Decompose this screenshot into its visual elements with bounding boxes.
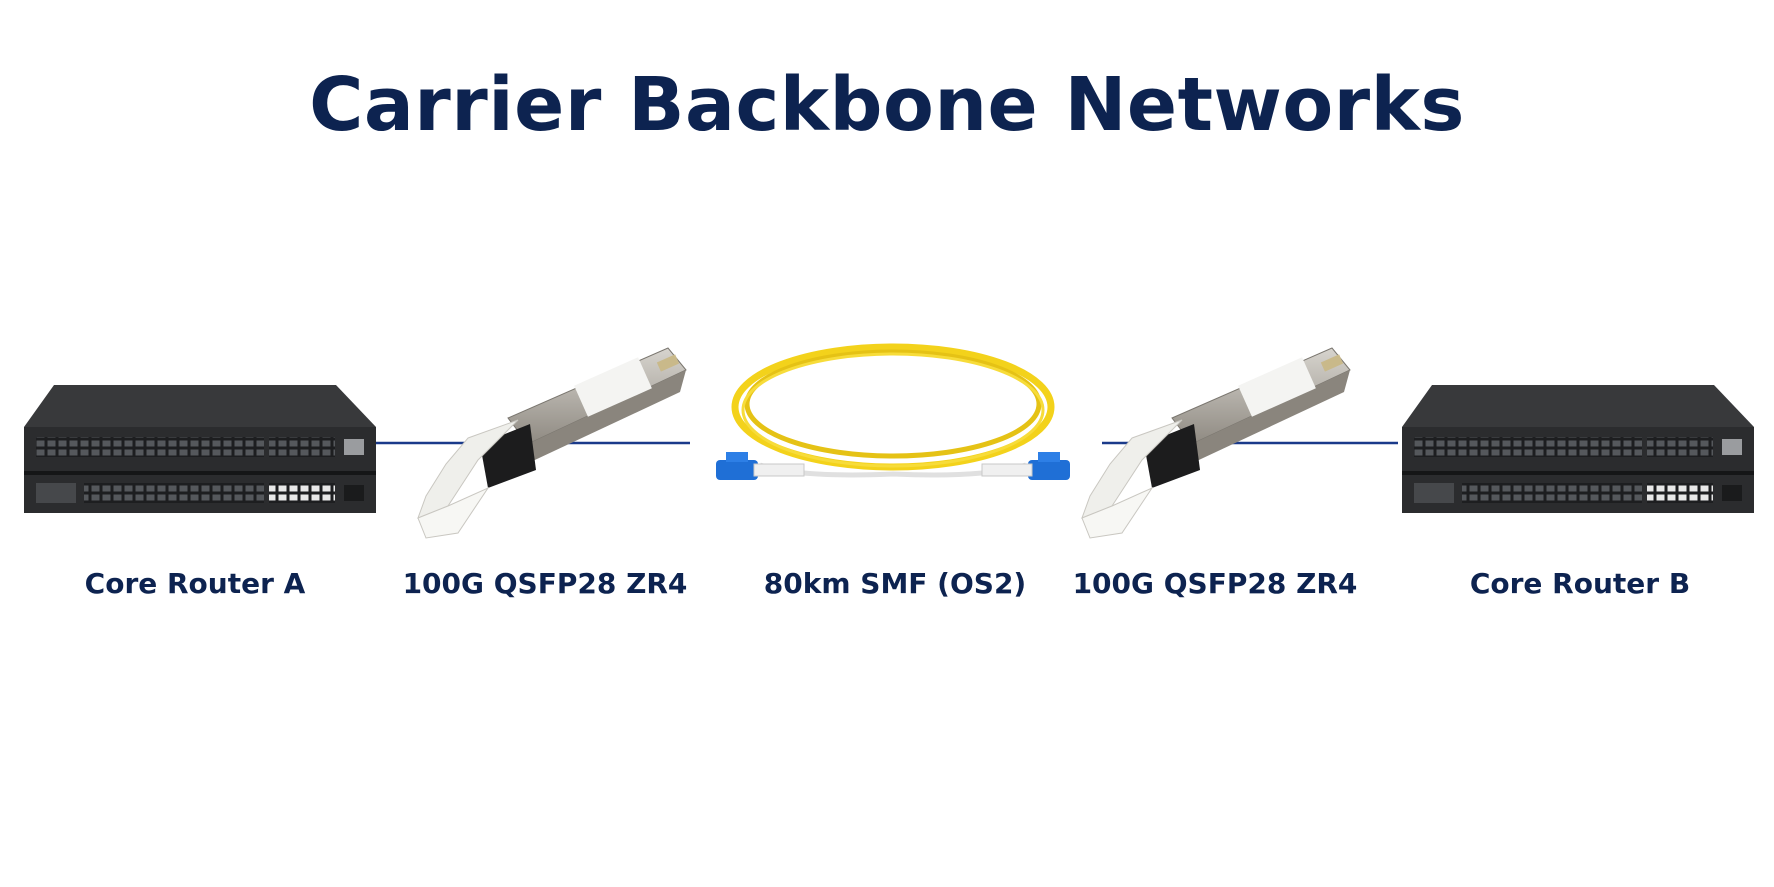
label-transceiver-a: 100G QSFP28 ZR4 [402, 567, 688, 600]
lc-connector-right [981, 452, 1070, 480]
transceiver-icon [417, 347, 687, 539]
label-fiber-cable: 80km SMF (OS2) [763, 567, 1027, 600]
lc-connector-left [716, 452, 805, 480]
router-icon [24, 385, 376, 513]
label-transceiver-b: 100G QSFP28 ZR4 [1072, 567, 1358, 600]
router-icon [1402, 385, 1754, 513]
page-title: Carrier Backbone Networks [309, 62, 1465, 148]
fiber-cable-icon [716, 343, 1070, 480]
label-core-router-b: Core Router B [1469, 567, 1691, 600]
label-core-router-a: Core Router A [84, 567, 306, 600]
transceiver-icon [1081, 347, 1351, 539]
